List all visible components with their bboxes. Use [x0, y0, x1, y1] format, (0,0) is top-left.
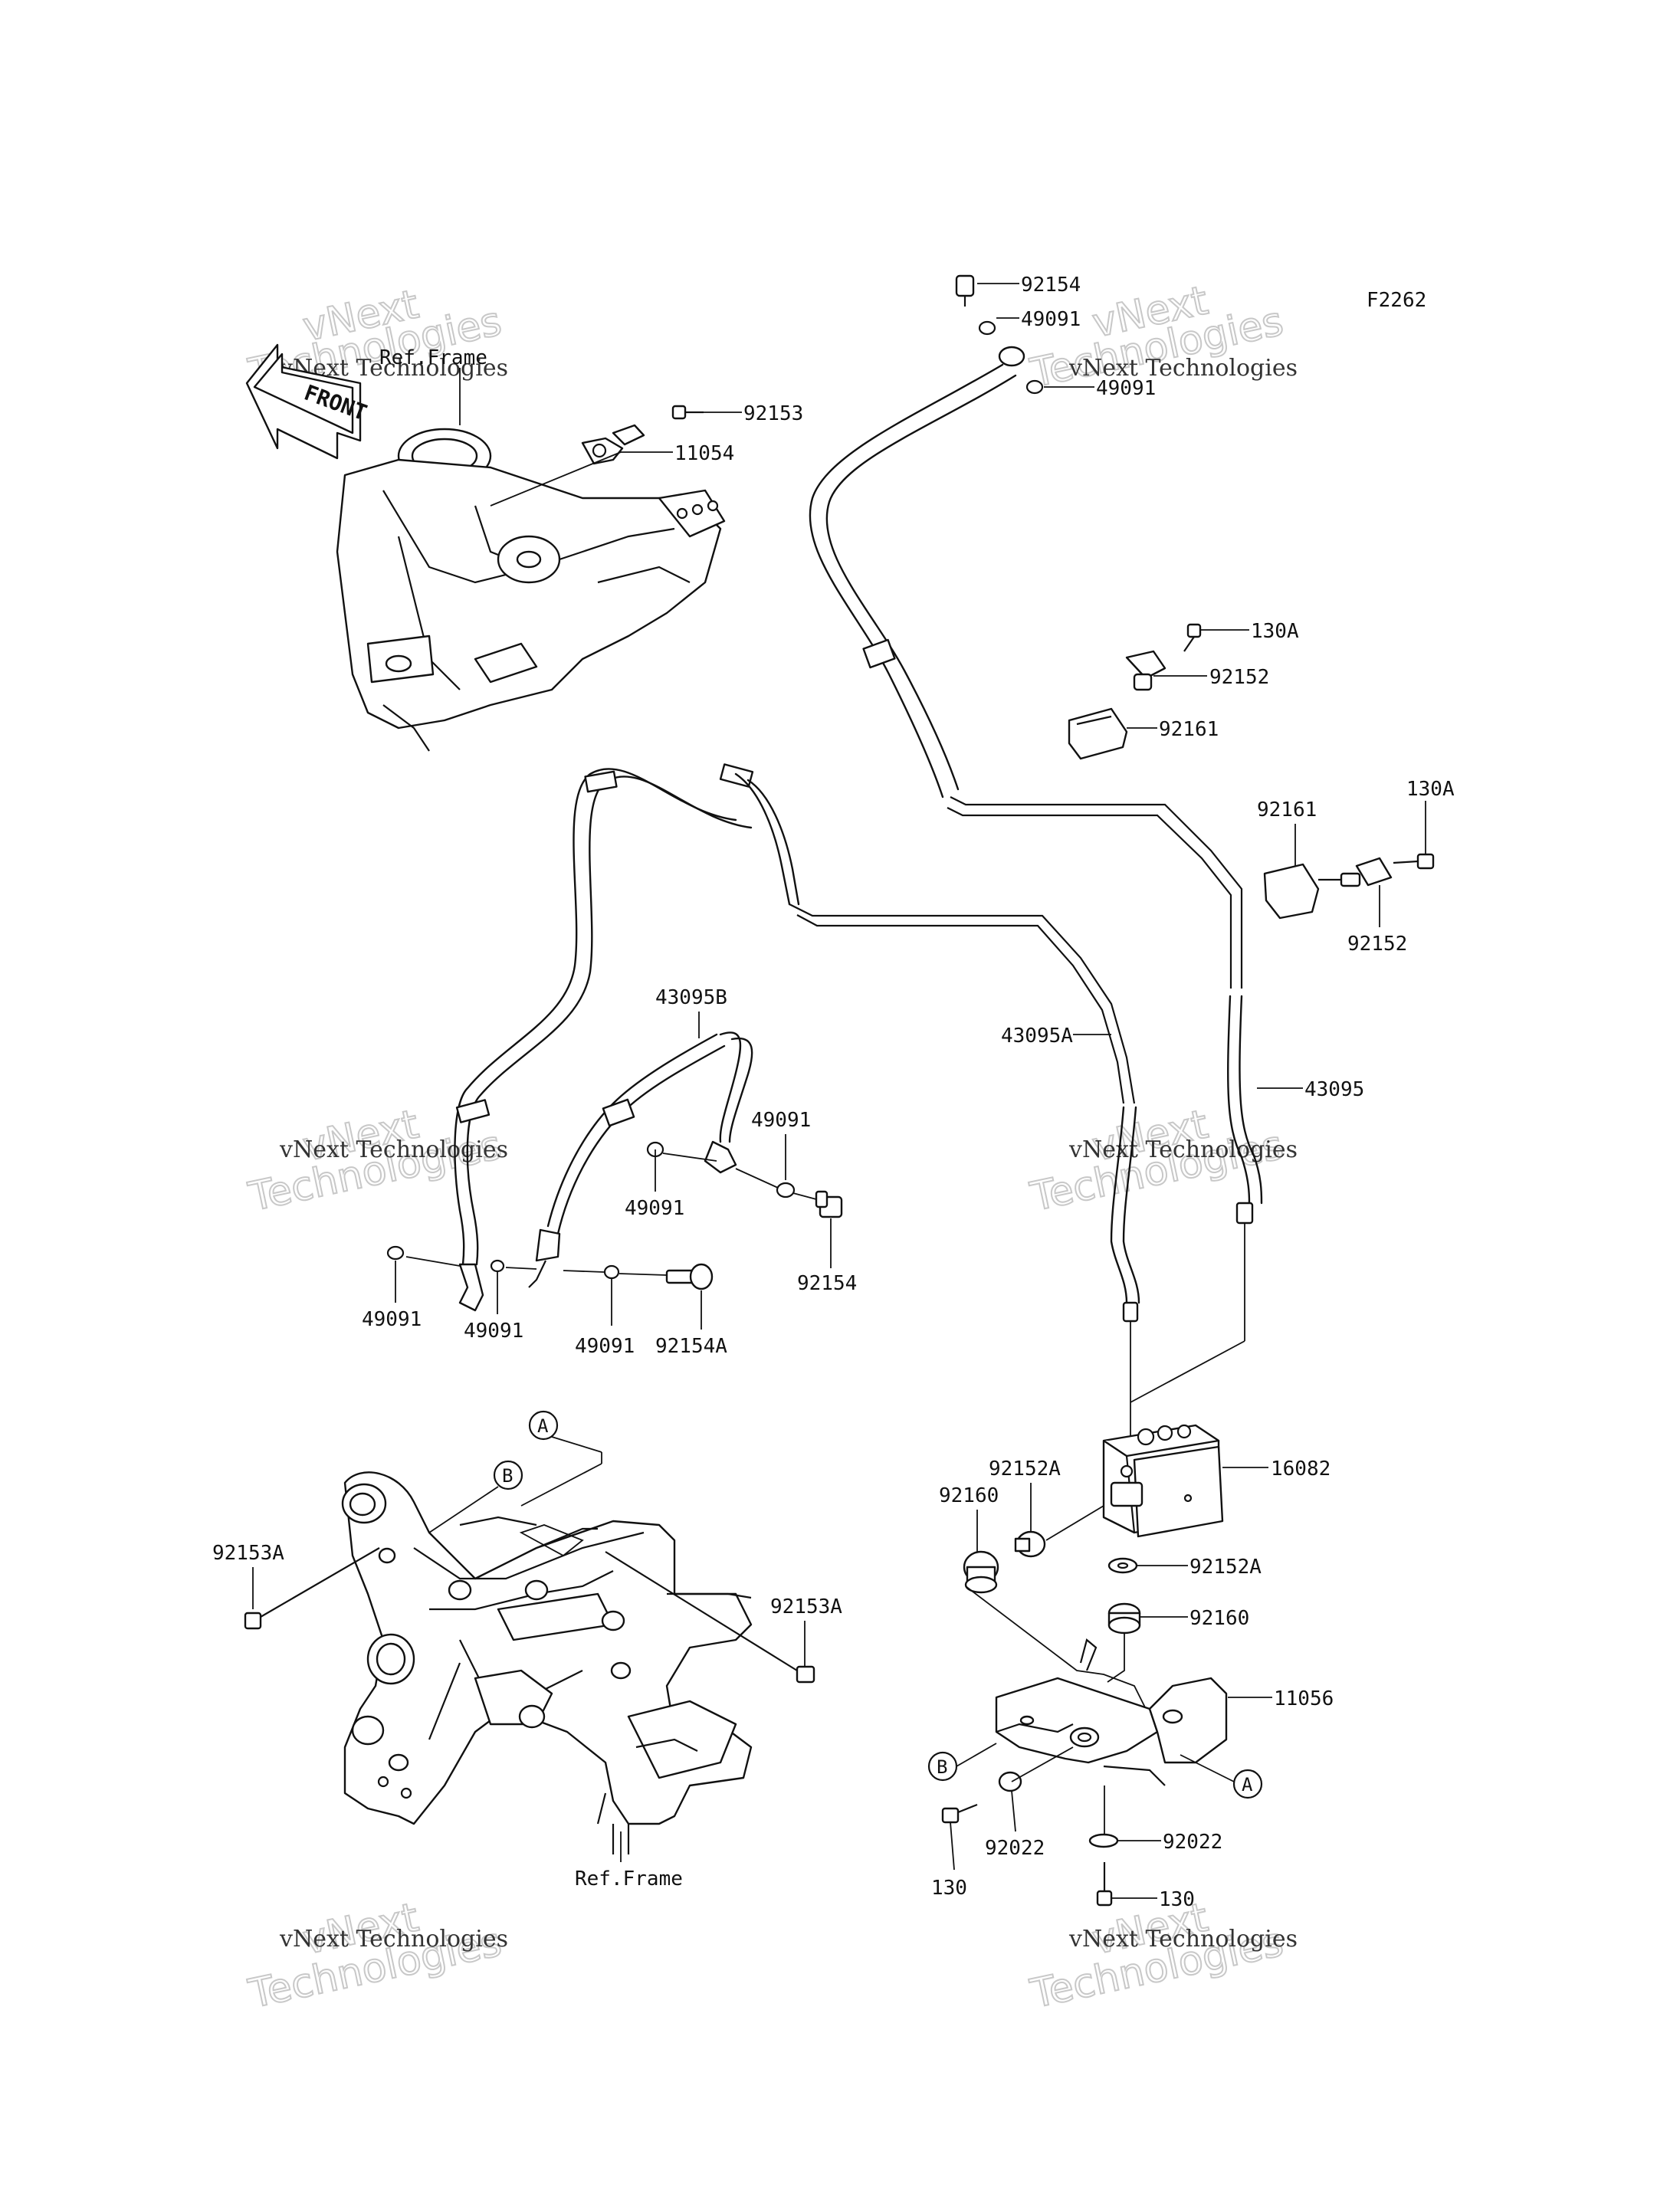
frame-ref-mark: [519, 1524, 584, 1557]
washer-92022-1: [998, 1771, 1022, 1792]
svg-text:A: A: [537, 1415, 549, 1437]
frame-front-assembly: Ref.Frame: [336, 346, 726, 752]
figure-code: F2262: [1367, 289, 1426, 312]
callout-a-bracket: A: [1180, 1754, 1263, 1799]
part-label-49091-top2: 49091: [1096, 377, 1156, 400]
part-label-92154A: 92154A: [655, 1335, 727, 1358]
clamp-92152-2: [1318, 857, 1393, 887]
part-label-49091-b1: 49091: [362, 1308, 422, 1331]
bolt-92154-top: [955, 274, 975, 307]
front-arrow-icon: FRONT: [245, 343, 370, 460]
bolt-130-2: [1096, 1862, 1113, 1907]
part-label-49091-m2: 49091: [751, 1109, 811, 1132]
part-label-130-1: 130: [931, 1877, 967, 1900]
part-label-92154-mid: 92154: [797, 1272, 857, 1295]
brake-hose-43095B: [528, 1031, 753, 1288]
watermark-text: vNext Technologies: [279, 1926, 508, 1953]
washer-49091-b1: [386, 1245, 405, 1261]
part-label-130A-1: 130A: [1251, 620, 1299, 643]
part-label-92022-1: 92022: [985, 1837, 1045, 1860]
bolt-92153: [671, 405, 704, 420]
part-label-130A-2: 130A: [1406, 778, 1455, 801]
bracket-11054: [581, 424, 645, 465]
washer-92022-2: [1088, 1833, 1119, 1848]
watermark-text: vNext Technologies: [1068, 355, 1298, 382]
part-label-49091-b3: 49091: [575, 1335, 635, 1358]
damper-92160-1: [963, 1550, 999, 1594]
part-label-92152A-1: 92152A: [989, 1458, 1061, 1481]
left-hose-fittings: [386, 1245, 620, 1312]
grommet-92161-1: [1068, 707, 1128, 760]
washer-49091-b3: [603, 1264, 620, 1280]
ref-frame-top-label: Ref.Frame: [379, 346, 487, 369]
part-label-43095A: 43095A: [1001, 1025, 1073, 1048]
bolt-130A-1: [1183, 623, 1202, 652]
part-label-92153A-2: 92153A: [770, 1595, 842, 1618]
part-label-11056: 11056: [1274, 1687, 1334, 1710]
abs-unit-16082: [1102, 1424, 1224, 1538]
svg-text:B: B: [937, 1756, 947, 1778]
part-label-92161-2: 92161: [1257, 798, 1317, 821]
damper-92160-2: [1107, 1602, 1141, 1635]
part-label-49091-top1: 49091: [1021, 308, 1081, 331]
part-label-92161-1: 92161: [1159, 718, 1219, 741]
part-label-92153: 92153: [743, 402, 803, 425]
watermark-mid-left: Technologies vNext vNext Technologies: [244, 1100, 508, 1221]
part-label-43095B: 43095B: [655, 986, 727, 1009]
part-label-43095: 43095: [1304, 1078, 1364, 1101]
bolt-92153A-1: [244, 1547, 380, 1630]
part-label-130-2: 130: [1159, 1888, 1195, 1911]
brake-hose-43095: [809, 346, 1263, 1341]
part-label-16082: 16082: [1271, 1458, 1331, 1481]
bolt-130A-2: [1393, 853, 1435, 870]
part-label-49091-m1: 49091: [625, 1197, 684, 1220]
part-label-92153A-1: 92153A: [212, 1542, 284, 1565]
part-label-92152-1: 92152: [1209, 666, 1269, 689]
frame-rear-assembly: [341, 1471, 753, 1854]
watermark-bottom-right: Technologies vNext vNext Technologies: [1025, 1894, 1298, 2018]
watermark-text: vNext Technologies: [1068, 1136, 1298, 1163]
bolt-92154-mid: [815, 1190, 843, 1218]
washer-49091-b2: [490, 1259, 505, 1273]
clamp-92152-1: [1125, 650, 1166, 691]
part-label-92152A-2: 92152A: [1189, 1556, 1262, 1579]
bolt-130-1: [941, 1803, 978, 1824]
grommet-92161-2: [1263, 863, 1320, 920]
callout-a-frame: A: [520, 1410, 602, 1507]
collar-92152A-1: [1014, 1530, 1046, 1558]
part-label-92152-2: 92152: [1347, 933, 1407, 956]
callout-b-frame: B: [428, 1460, 523, 1533]
washer-49091-top2: [1025, 379, 1044, 395]
part-label-92160-1: 92160: [939, 1484, 999, 1507]
ref-frame-bottom-label: Ref.Frame: [575, 1867, 683, 1890]
svg-text:B: B: [502, 1465, 513, 1487]
watermark-text: vNext Technologies: [279, 1136, 508, 1163]
part-label-49091-b2: 49091: [464, 1320, 523, 1343]
brake-hose-43095A: [454, 763, 1140, 1418]
part-label-92160-2: 92160: [1189, 1607, 1249, 1630]
svg-text:A: A: [1242, 1774, 1253, 1795]
watermark-text: vNext Technologies: [1068, 1926, 1298, 1953]
bracket-11056: [995, 1638, 1228, 1786]
callout-b-bracket: B: [927, 1743, 997, 1782]
part-label-92022-2: 92022: [1163, 1831, 1222, 1854]
bolt-92154A: [665, 1263, 714, 1290]
watermark-mid-right: Technologies vNext vNext Technologies: [1025, 1100, 1298, 1221]
collar-92152A-2: [1107, 1557, 1138, 1574]
watermark-top-right: Technologies vNext vNext Technologies: [1025, 277, 1298, 397]
part-label-92154-top: 92154: [1021, 274, 1081, 297]
washer-49091-top1: [978, 320, 996, 336]
bolt-92153A-2: [605, 1551, 815, 1684]
washer-49091-m2: [776, 1182, 796, 1199]
watermark-bottom-left: Technologies vNext vNext Technologies: [244, 1894, 508, 2018]
part-label-11054: 11054: [674, 442, 734, 465]
